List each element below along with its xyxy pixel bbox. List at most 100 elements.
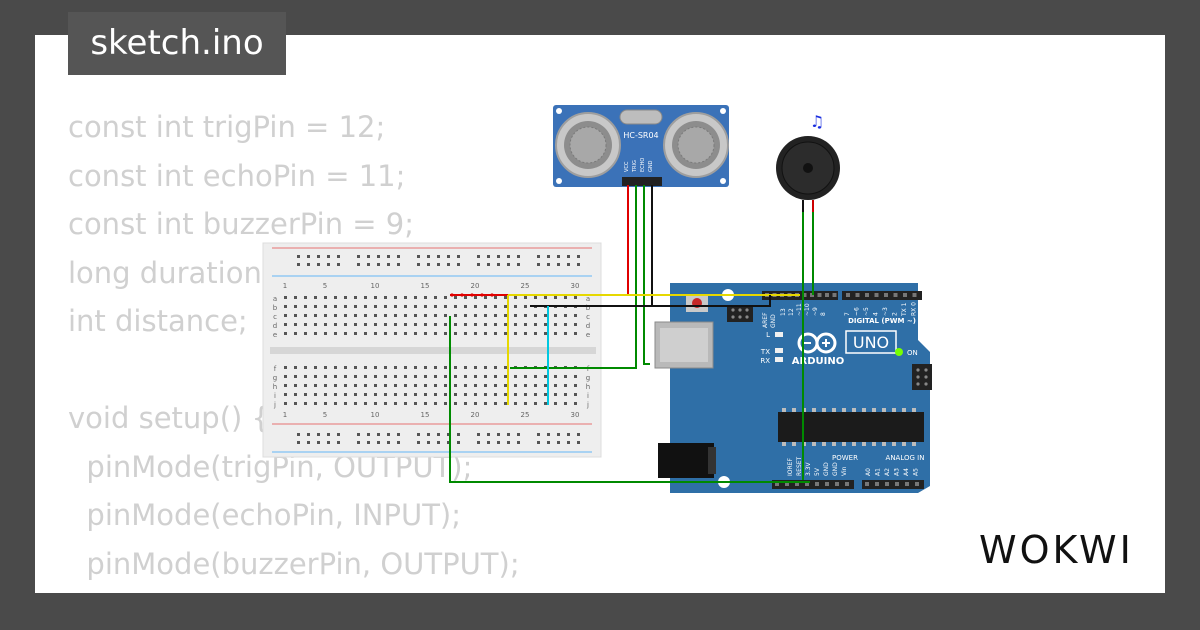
wokwi-logo: WOKWI (979, 528, 1134, 572)
analog-pin-label: A4 (903, 468, 910, 476)
digital-pin-label: ~3 (882, 307, 889, 316)
digital-pin-label: RX 0 (911, 302, 918, 316)
column-number: 15 (421, 411, 430, 419)
column-number: 20 (471, 411, 480, 419)
code-line: pinMode(echoPin, INPUT); (68, 498, 462, 532)
digital-pin-label: ~10 (804, 303, 811, 316)
digital-pin-label: 7 (844, 312, 851, 316)
digital-pin-label: ~5 (863, 307, 870, 316)
column-number: 20 (471, 282, 480, 290)
code-line: const int buzzerPin = 9; (68, 207, 415, 241)
breadboard-holes (284, 255, 580, 444)
analog-pin-label: A1 (875, 468, 882, 476)
row-letter: f (274, 365, 277, 373)
digital-pin-label: 8 (820, 312, 827, 316)
column-number: 1 (283, 282, 287, 290)
led-l-label: L (766, 331, 770, 339)
column-number: 15 (421, 282, 430, 290)
row-letter: b (273, 304, 278, 312)
analog-header[interactable] (862, 480, 924, 489)
power-label: POWER (832, 454, 858, 462)
code-line: void setup() { (68, 401, 270, 435)
row-letter: g (273, 374, 277, 382)
digital-pin-label: 2 (892, 312, 899, 316)
pin-label: GND (770, 314, 777, 328)
music-note-icon: ♫ (810, 112, 824, 131)
sensor-pin-label: GND (648, 160, 654, 172)
code-line: long duration; (68, 255, 272, 290)
code-background: const int trigPin = 12;const int echoPin… (68, 103, 520, 593)
sensor-pin-label: TRIG (632, 160, 638, 173)
column-number: 10 (371, 282, 380, 290)
code-line: pinMode(buzzerPin, OUTPUT); (68, 546, 520, 581)
row-letter: c (273, 313, 277, 321)
digital-header-right[interactable] (842, 291, 922, 300)
digital-pin-label: ~6 (854, 307, 861, 316)
led-rx-label: RX (760, 357, 770, 365)
row-letter: a (273, 295, 277, 303)
analog-label: ANALOG IN (886, 454, 925, 462)
digital-pin-label: ~11 (796, 303, 803, 316)
board-name: UNO (853, 333, 889, 352)
digital-pin-label: ~9 (812, 307, 819, 316)
pin-label: AREF (762, 312, 769, 328)
column-number: 5 (323, 282, 327, 290)
row-letter: i (587, 392, 589, 400)
power-pin-label: Vin (841, 466, 848, 476)
sensor-pin-label: ECHO (640, 158, 646, 172)
digital-pin-label: 12 (788, 308, 795, 316)
digital-label: DIGITAL (PWM ~) (848, 317, 916, 325)
wires (449, 185, 814, 483)
power-pin-label: RESET (796, 456, 803, 476)
row-letter: i (274, 392, 276, 400)
buzzer[interactable] (776, 136, 840, 212)
code-line: int distance; (68, 304, 248, 338)
row-letter: j (273, 401, 276, 409)
digital-pin-label: 13 (780, 308, 787, 316)
row-letter: d (273, 322, 277, 330)
analog-pin-label: A0 (865, 468, 872, 476)
row-letter: d (586, 322, 590, 330)
column-number: 10 (371, 411, 380, 419)
analog-pin-label: A2 (884, 468, 891, 476)
power-led (895, 348, 903, 356)
brand-label: ARDUINO (792, 356, 844, 367)
power-pin-label: 3.3V (805, 461, 812, 476)
microcontroller-chip (778, 412, 924, 442)
column-number: 30 (571, 282, 580, 290)
sensor-label: HC-SR04 (623, 131, 658, 140)
row-letter: e (586, 331, 590, 339)
power-pin-label: 5V (814, 467, 821, 476)
digital-pin-label: TX 1 (901, 302, 908, 317)
on-label: ON (907, 349, 918, 357)
row-letter: c (586, 313, 590, 321)
analog-pin-label: A5 (913, 468, 920, 476)
svg-text:WOKWI: WOKWI (979, 528, 1134, 572)
column-number: 25 (521, 411, 530, 419)
row-letter: b (586, 304, 591, 312)
column-number: 30 (571, 411, 580, 419)
row-letter: g (586, 374, 590, 382)
row-letter: j (586, 401, 589, 409)
code-line: const int trigPin = 12; (68, 110, 386, 144)
analog-pin-label: A3 (894, 468, 901, 476)
sketch-file-tab[interactable]: sketch.ino (68, 12, 286, 75)
row-letter: h (273, 383, 277, 391)
column-number: 25 (521, 282, 530, 290)
led-tx-label: TX (760, 348, 770, 356)
power-header[interactable] (772, 480, 854, 489)
digital-pin-label: 4 (873, 312, 880, 316)
sensor-pin-label: VCC (624, 161, 630, 172)
column-number: 5 (323, 411, 327, 419)
arduino-logo-icon (797, 332, 837, 354)
power-pin-label: GND (823, 462, 830, 476)
row-letter: h (586, 383, 590, 391)
row-letter: a (586, 295, 590, 303)
